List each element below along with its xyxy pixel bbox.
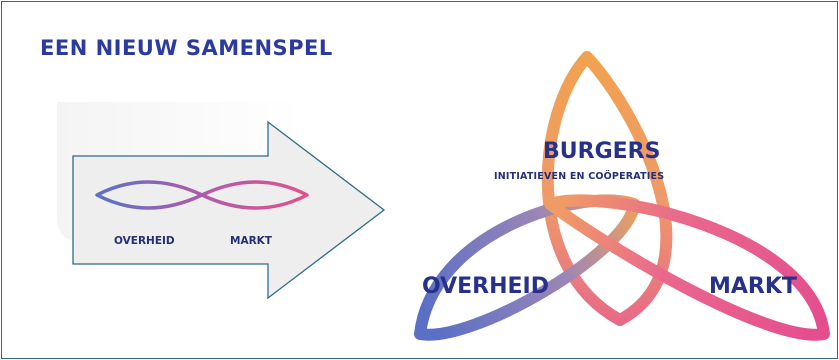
transition-arrow [72,120,386,300]
label-overheid: OVERHEID [422,274,549,299]
small-label-overheid: OVERHEID [114,235,175,247]
small-label-markt: MARKT [230,235,272,247]
triquetra-top-loop [541,51,673,326]
label-burgers-subtitle: INITIATIEVEN EN COÖPERATIES [494,171,665,182]
triquetra-right-loop [544,194,830,341]
slide-title: EEN NIEUW SAMENSPEL [40,36,333,60]
label-burgers: BURGERS [543,139,661,164]
label-markt: MARKT [709,274,797,299]
infinity-symbol [95,180,309,210]
